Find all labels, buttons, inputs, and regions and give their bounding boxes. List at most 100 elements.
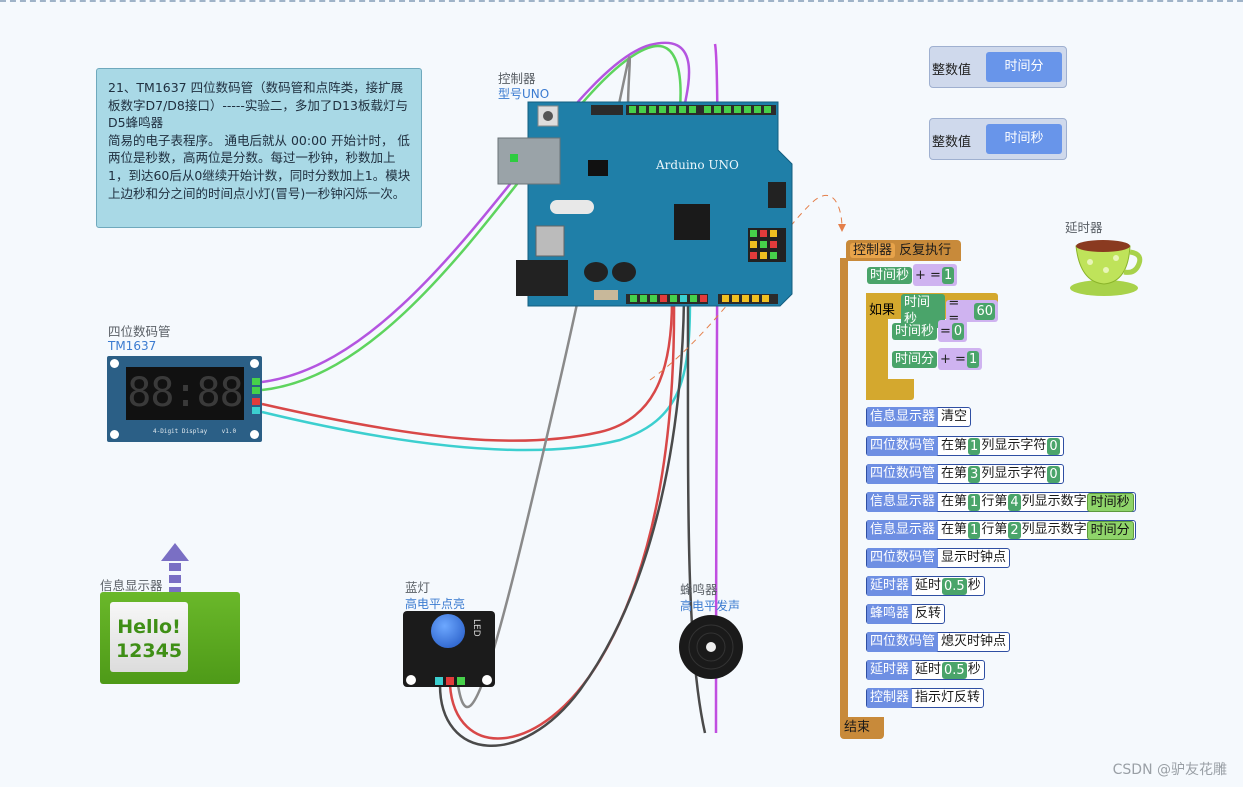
device-name: 四位数码管	[867, 436, 939, 456]
number[interactable]: 2	[1008, 521, 1021, 539]
display-module-caption: 4-Digit Display v1.0	[153, 428, 237, 435]
device-name: 延时器	[867, 660, 913, 680]
controller-label: 控制器	[498, 71, 536, 86]
watermark: CSDN @驴友花雕	[1112, 762, 1227, 778]
cmd-text: 延时	[915, 662, 942, 677]
variable-seconds-block[interactable]: 整数值 时间秒	[929, 118, 1067, 160]
operator: =	[940, 323, 951, 339]
cmd-delay-2[interactable]: 延时器 延时 0.5 秒	[866, 660, 985, 680]
loop-forever-block[interactable]: 控制器 反复执行	[846, 240, 962, 261]
number[interactable]: 3	[968, 465, 981, 483]
project-description-note[interactable]: 21、TM1637 四位数码管（数码管和点阵类，接扩展板数字D7/D8接口）--…	[96, 68, 422, 228]
number[interactable]: 1	[966, 350, 980, 368]
tm1637-display-module[interactable]: 88:88 4-Digit Display v1.0	[107, 356, 262, 442]
var-name-minutes[interactable]: 时间分	[986, 52, 1062, 82]
info-display-line1: Hello!	[117, 616, 181, 638]
var-kind: 整数值	[932, 63, 972, 78]
cmd-text: 显示时钟点	[941, 550, 1007, 565]
cmd-display4-colon-off[interactable]: 四位数码管 熄灭时钟点	[866, 632, 1011, 652]
number[interactable]: 4	[1008, 493, 1021, 511]
cmd-text: 延时	[915, 578, 942, 593]
board-brand-text: Arduino UNO	[656, 158, 739, 172]
operator: + =	[915, 267, 941, 283]
buzzer-icon[interactable]	[678, 614, 744, 684]
device-name: 四位数码管	[867, 632, 939, 652]
number[interactable]: 0	[951, 322, 965, 340]
info-display-label: 信息显示器	[100, 578, 163, 593]
device-name: 信息显示器	[867, 520, 939, 540]
led-label: 蓝灯	[405, 580, 431, 595]
cmd-display4-colon-on[interactable]: 四位数码管 显示时钟点	[866, 548, 1011, 568]
device-name: 蜂鸣器	[867, 604, 913, 624]
if-label: 如果	[869, 303, 896, 318]
info-display-line2: 12345	[115, 640, 183, 662]
cmd-text: 行第	[981, 494, 1008, 509]
number[interactable]: 1	[968, 493, 981, 511]
number[interactable]: 0.5	[942, 577, 967, 595]
device-name: 延时器	[867, 576, 913, 596]
cmd-text: 秒	[967, 578, 981, 593]
cmd-text: 列显示字符	[981, 466, 1047, 481]
cmd-buzzer-toggle[interactable]: 蜂鸣器 反转	[866, 604, 946, 624]
cmd-text: 行第	[981, 522, 1008, 537]
number[interactable]: 1	[968, 521, 981, 539]
number[interactable]: 60	[974, 302, 995, 320]
var-ref[interactable]: 时间秒	[892, 322, 938, 340]
cmd-info-show-seconds[interactable]: 信息显示器 在第 1 行第 4 列显示数字 时间秒	[866, 492, 1136, 512]
operator: = =	[948, 296, 960, 326]
cmd-text: 列显示数字	[1021, 494, 1087, 509]
var-name-seconds[interactable]: 时间秒	[986, 124, 1062, 154]
cmd-text: 在第	[941, 466, 968, 481]
cmd-info-clear[interactable]: 信息显示器 清空	[866, 407, 972, 427]
var-ref[interactable]: 时间秒	[867, 266, 913, 284]
device-name: 信息显示器	[867, 492, 939, 512]
led-bulb-icon	[431, 614, 465, 648]
cmd-text: 秒	[967, 662, 981, 677]
timer-label: 延时器	[1065, 220, 1103, 235]
canvas-top-border	[0, 0, 1243, 2]
var-ref[interactable]: 时间分	[1086, 520, 1134, 540]
var-ref[interactable]: 时间秒	[1086, 492, 1134, 512]
wire-red-display	[261, 299, 674, 442]
if-block[interactable]: 如果 时间秒 = = 60	[866, 293, 998, 400]
number[interactable]: 1	[941, 266, 955, 284]
stmt-seconds-reset[interactable]: 时间秒 =0	[891, 320, 968, 342]
stmt-minutes-increment[interactable]: 时间分 + =1	[891, 348, 983, 370]
device-name: 控制器	[867, 688, 913, 708]
cmd-text: 列显示字符	[981, 438, 1047, 453]
cmd-text: 指示灯反转	[915, 690, 981, 705]
buzzer-desc: 高电平发声	[680, 599, 741, 613]
controller-model: 型号UNO	[498, 87, 550, 101]
number[interactable]: 0.5	[942, 661, 967, 679]
var-kind: 整数值	[932, 135, 972, 150]
device-name: 四位数码管	[867, 464, 939, 484]
cmd-text: 在第	[941, 494, 968, 509]
cmd-controller-led-toggle[interactable]: 控制器 指示灯反转	[866, 688, 985, 708]
cmd-text: 清空	[941, 409, 968, 424]
stmt-seconds-increment[interactable]: 时间秒 + =1	[866, 264, 958, 286]
number[interactable]: 0	[1047, 465, 1060, 483]
number[interactable]: 0	[1047, 437, 1060, 455]
buzzer-label: 蜂鸣器	[680, 582, 718, 597]
wire-black-led	[438, 299, 686, 747]
teacup-timer-icon[interactable]	[1068, 234, 1144, 302]
var-ref[interactable]: 时间分	[892, 350, 938, 368]
cmd-display4-char-col1[interactable]: 四位数码管 在第 1 列显示字符 0	[866, 436, 1064, 456]
led-pcb-text: LED	[471, 619, 481, 637]
cmd-text: 列显示数字	[1021, 522, 1087, 537]
info-display-module[interactable]: Hello! 12345	[100, 592, 240, 684]
cmd-display4-char-col3[interactable]: 四位数码管 在第 3 列显示字符 0	[866, 464, 1064, 484]
cmd-text: 反转	[915, 606, 942, 621]
number[interactable]: 1	[968, 437, 981, 455]
hat-device: 控制器	[850, 243, 896, 258]
wire-purple-display	[261, 41, 691, 384]
loop-end-block[interactable]: 结束	[840, 717, 885, 739]
arduino-uno-board[interactable]: Arduino UNO	[496, 100, 794, 308]
device-name: 四位数码管	[867, 548, 939, 568]
cmd-info-show-minutes[interactable]: 信息显示器 在第 1 行第 2 列显示数字 时间分	[866, 520, 1136, 540]
blue-led-module[interactable]: LED	[403, 611, 495, 687]
device-name: 信息显示器	[867, 407, 939, 427]
cmd-delay-1[interactable]: 延时器 延时 0.5 秒	[866, 576, 985, 596]
seven-segment-digits: 88:88	[126, 367, 244, 420]
variable-minutes-block[interactable]: 整数值 时间分	[929, 46, 1067, 88]
